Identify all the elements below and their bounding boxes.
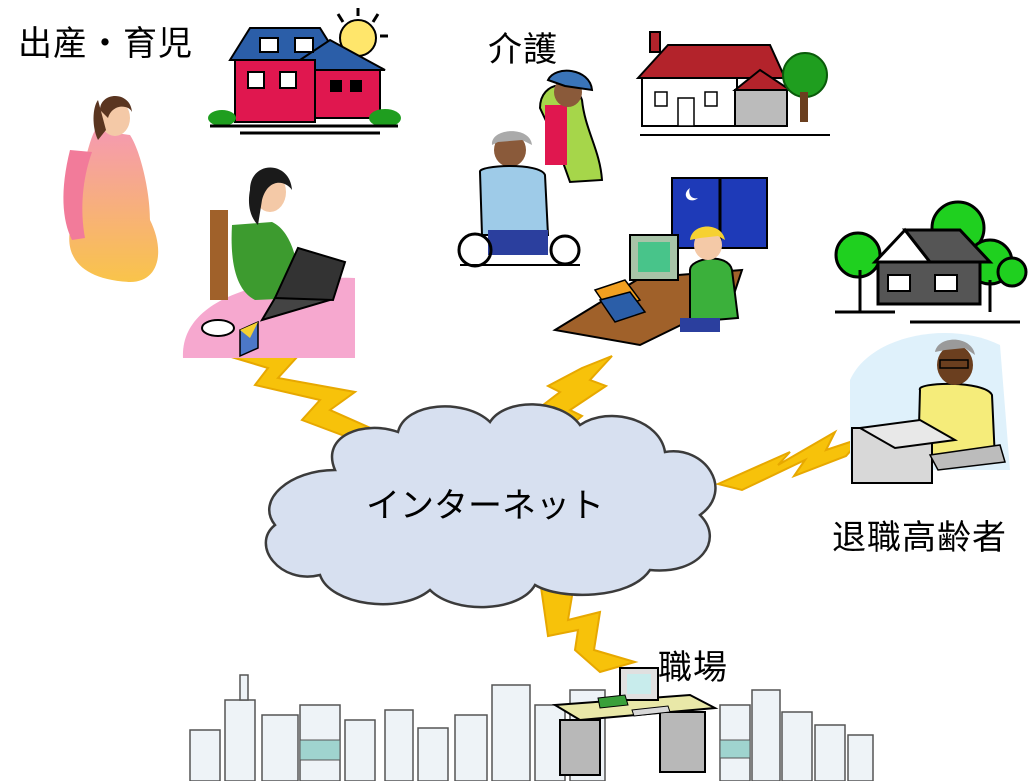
label-care: 介護 xyxy=(488,30,558,70)
wheelchair-caregiver-icon xyxy=(457,69,604,268)
lightning-bolt-retired xyxy=(714,429,866,492)
cloud-shape xyxy=(264,403,717,609)
label-workplace: 職場 xyxy=(658,648,728,688)
elderly-man-computer-icon xyxy=(850,332,1010,484)
white-house-icon xyxy=(635,31,830,136)
cloud-label-internet: インターネット xyxy=(366,486,604,526)
pregnant-woman-icon xyxy=(63,96,159,282)
red-house-icon xyxy=(208,8,401,135)
green-house-icon xyxy=(834,200,1028,324)
label-retired: 退職高齢者 xyxy=(832,518,1007,558)
child-computer-icon xyxy=(552,177,768,347)
lightning-bolt-workplace xyxy=(538,576,639,674)
label-childcare: 出産・育児 xyxy=(18,24,193,64)
internet-cloud xyxy=(264,403,717,609)
city-office-icon xyxy=(189,667,874,781)
woman-laptop-icon xyxy=(182,167,355,358)
